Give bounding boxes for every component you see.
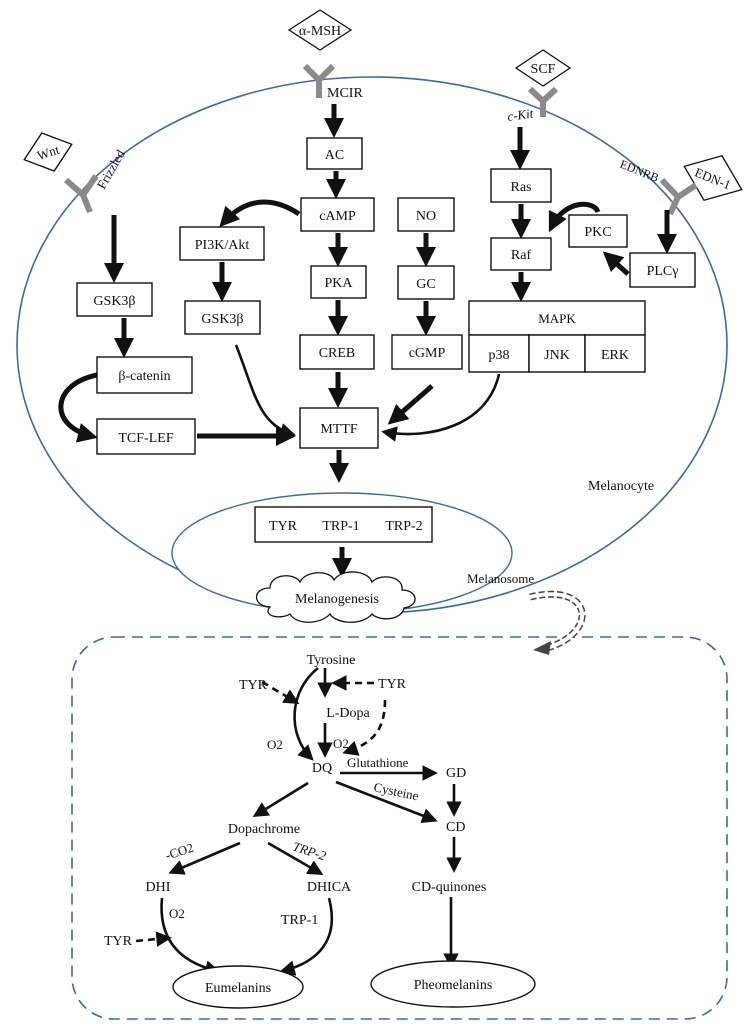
svg-text:α-MSH: α-MSH: [299, 24, 341, 39]
svg-text:β-catenin: β-catenin: [118, 369, 170, 384]
svg-text:PI3K/Akt: PI3K/Akt: [195, 238, 250, 253]
svg-text:SCF: SCF: [531, 62, 556, 77]
pheomelanins-node: Pheomelanins: [370, 960, 536, 1008]
node-tcf-lef: TCF-LEF: [96, 418, 196, 455]
svg-text:ERK: ERK: [601, 348, 629, 363]
svg-text:Eumelanins: Eumelanins: [205, 981, 271, 996]
trp1-pathway-label: TRP-1: [281, 913, 318, 928]
node-plcg: PLCγ: [629, 252, 696, 288]
svg-text:cGMP: cGMP: [409, 346, 446, 361]
svg-text:Raf: Raf: [511, 248, 532, 263]
svg-text:TRP-2: TRP-2: [385, 519, 422, 534]
svg-text:AC: AC: [325, 148, 344, 163]
svg-text:JNK: JNK: [544, 348, 570, 363]
melanocyte-label: Melanocyte: [588, 479, 654, 494]
ldopa-label: L-Dopa: [326, 706, 370, 721]
svg-text:TRP-1: TRP-1: [322, 519, 359, 534]
dhi-label: DHI: [146, 880, 171, 895]
o2-label-c: O2: [169, 906, 185, 921]
receptor-mcir-label: MCIR: [327, 86, 363, 101]
o2-label-a: O2: [267, 737, 283, 752]
svg-text:CREB: CREB: [319, 346, 356, 361]
svg-text:TCF-LEF: TCF-LEF: [118, 431, 173, 446]
o2-label-b: O2: [333, 736, 349, 751]
node-p38: p38: [468, 334, 530, 373]
melanosome-enzymes: TYR TRP-1 TRP-2: [254, 506, 433, 543]
svg-text:GSK3β: GSK3β: [93, 294, 135, 309]
node-pka: PKA: [310, 265, 367, 299]
node-camp: cAMP: [300, 197, 375, 232]
svg-text:MAPK: MAPK: [538, 311, 576, 326]
co2-label: -CO2: [163, 840, 195, 863]
svg-text:cAMP: cAMP: [319, 209, 356, 224]
tyr-bottom-label: TYR: [104, 934, 133, 949]
melanosome-label: Melanosome: [467, 571, 534, 586]
svg-text:Melanogenesis: Melanogenesis: [295, 592, 379, 607]
node-gsk3b-wnt: GSK3β: [76, 282, 153, 317]
ligand-wnt: Wnt: [23, 132, 73, 172]
dopachrome-label: Dopachrome: [228, 822, 300, 837]
node-pi3k-akt: PI3K/Akt: [179, 226, 265, 261]
receptor-frizzled-label: Frizzled: [94, 147, 129, 192]
dq-label: DQ: [312, 761, 332, 776]
melanosome-detail-frame: [71, 636, 728, 1020]
node-gsk3b-pi3k: GSK3β: [184, 300, 261, 335]
node-jnk: JNK: [528, 334, 586, 373]
receptor-ednrb-label: EDNRB: [618, 157, 661, 185]
receptor-ckit-label: c-Kit: [506, 105, 534, 124]
signaling-arrows: [58, 104, 677, 579]
dhica-label: DHICA: [307, 880, 352, 895]
node-raf: Raf: [490, 237, 552, 271]
node-no: NO: [397, 197, 455, 232]
ligand-scf: SCF: [514, 49, 572, 87]
gd-label: GD: [446, 766, 466, 781]
ligand-amsh: α-MSH: [287, 9, 353, 51]
receptor-frizzled-icon: [64, 174, 99, 214]
glutathione-label: Glutathione: [347, 755, 409, 770]
node-cgmp: cGMP: [391, 334, 463, 370]
melanogenesis-cloud: Melanogenesis: [255, 571, 416, 623]
node-erk: ERK: [584, 334, 646, 373]
node-mapk: MAPK: [468, 300, 646, 336]
node-creb: CREB: [299, 334, 375, 370]
svg-text:NO: NO: [416, 209, 436, 224]
svg-text:PKA: PKA: [324, 276, 353, 291]
eumelanins-node: Eumelanins: [172, 965, 304, 1009]
cd-quinones-label: CD-quinones: [412, 880, 487, 895]
svg-text:MTTF: MTTF: [320, 422, 358, 437]
svg-text:GC: GC: [416, 277, 435, 292]
svg-text:GSK3β: GSK3β: [201, 312, 243, 327]
svg-text:TYR: TYR: [269, 519, 298, 534]
biosynthesis-arrows: [135, 666, 462, 976]
svg-text:PLCγ: PLCγ: [647, 264, 679, 279]
tyr-right-label: TYR: [378, 677, 407, 692]
cd-label: CD: [446, 820, 465, 835]
node-ac: AC: [306, 137, 363, 170]
svg-text:p38: p38: [489, 348, 510, 363]
tyrosine-label: Tyrosine: [307, 653, 356, 668]
svg-text:Wnt: Wnt: [35, 142, 61, 163]
svg-text:Pheomelanins: Pheomelanins: [414, 978, 493, 993]
svg-text:Ras: Ras: [511, 180, 532, 195]
node-gc: GC: [397, 265, 455, 300]
receptor-mcir-icon: [302, 63, 336, 98]
ligand-edn1: EDN-1: [683, 154, 743, 202]
svg-text:PKC: PKC: [584, 225, 611, 240]
node-ras: Ras: [490, 168, 552, 203]
node-mitf: MTTF: [299, 407, 379, 449]
receptor-ckit-icon: [527, 86, 559, 117]
node-beta-catenin: β-catenin: [96, 356, 193, 394]
tyr-left-label: TYR: [239, 678, 268, 693]
node-pkc: PKC: [568, 214, 628, 248]
receptor-ednrb-icon: [659, 177, 698, 216]
